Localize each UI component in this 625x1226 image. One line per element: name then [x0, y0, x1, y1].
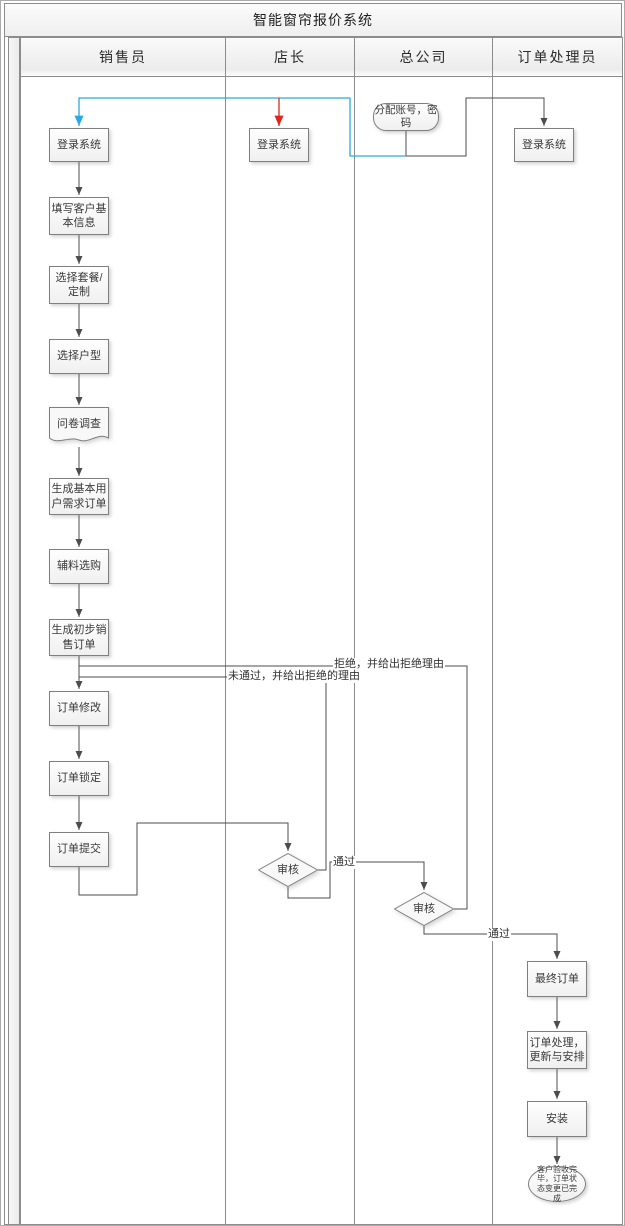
lane-label: 店长 [274, 49, 306, 65]
lane-label: 总公司 [399, 49, 448, 65]
lane-label: 订单处理员 [517, 49, 598, 65]
node-audit-hq[interactable]: 审核 [394, 892, 454, 926]
lane-header-sales[interactable]: 销售员 [20, 37, 226, 77]
pool-strip [8, 37, 20, 1225]
lane-header-hq[interactable]: 总公司 [354, 37, 493, 77]
edge-label-manager-reject: 未通过，并给出拒绝的理由 [227, 670, 361, 683]
edge-label-manager-pass: 通过 [332, 856, 356, 869]
decision-shape [258, 853, 318, 887]
edge-label-hq-pass: 通过 [487, 928, 511, 941]
lane-header-processor[interactable]: 订单处理员 [492, 37, 623, 77]
node-login-manager[interactable]: 登录系统 [249, 128, 309, 162]
node-install[interactable]: 安装 [527, 1101, 587, 1137]
decision-shape [394, 892, 454, 926]
node-login-processor[interactable]: 登录系统 [514, 128, 574, 162]
node-done[interactable]: 客户验收完毕，订单状态变更已完成 [528, 1165, 586, 1203]
node-choose-layout[interactable]: 选择户型 [49, 339, 109, 374]
node-login-sales[interactable]: 登录系统 [49, 128, 109, 162]
node-final-order[interactable]: 最终订单 [527, 961, 587, 997]
lane-body-manager [226, 77, 355, 1225]
lane-label: 销售员 [99, 49, 147, 65]
node-choose-package[interactable]: 选择套餐/定制 [49, 266, 109, 304]
lane-header-manager[interactable]: 店长 [225, 37, 355, 77]
node-order-lock[interactable]: 订单锁定 [49, 761, 109, 796]
node-audit-manager[interactable]: 审核 [258, 853, 318, 887]
node-accessory-purchase[interactable]: 辅料选购 [49, 549, 109, 584]
node-questionnaire[interactable]: 问卷调查 [49, 407, 109, 447]
node-order-submit[interactable]: 订单提交 [49, 832, 109, 867]
node-gen-prelim-order[interactable]: 生成初步销售订单 [49, 619, 109, 656]
edge-label-hq-reject: 拒绝，并给出拒绝理由 [333, 658, 445, 671]
diagram-title: 智能窗帘报价系统 [4, 3, 622, 37]
node-assign-account[interactable]: 分配账号，密码 [373, 103, 439, 131]
node-fill-customer-info[interactable]: 填写客户基本信息 [49, 197, 109, 235]
node-order-modify[interactable]: 订单修改 [49, 691, 109, 726]
lane-body-hq [355, 77, 493, 1225]
document-shape [49, 407, 109, 442]
node-order-processing[interactable]: 订单处理，更新与安排 [527, 1031, 587, 1069]
node-gen-basic-order[interactable]: 生成基本用户需求订单 [49, 478, 109, 515]
